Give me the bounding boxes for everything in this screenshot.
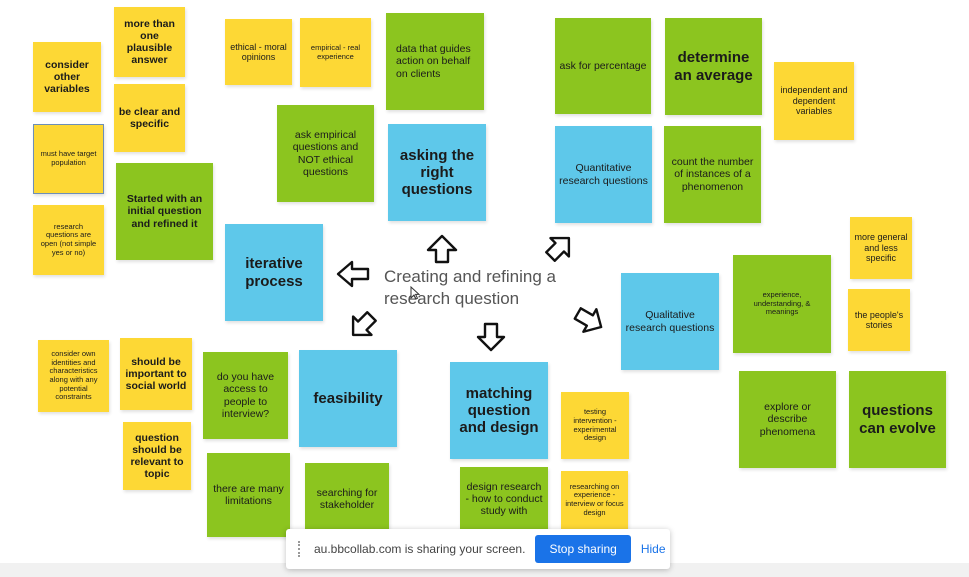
note-questions-evolve[interactable]: questions can evolve <box>849 371 946 468</box>
note-be-clear-specific[interactable]: be clear and specific <box>114 84 185 152</box>
note-access-people[interactable]: do you have access to people to intervie… <box>203 352 288 439</box>
note-ethical-moral[interactable]: ethical - moral opinions <box>225 19 292 85</box>
note-more-general[interactable]: more general and less specific <box>850 217 912 279</box>
note-more-than-one-answer[interactable]: more than one plausible answer <box>114 7 185 77</box>
note-relevant-topic[interactable]: question should be relevant to topic <box>123 422 191 490</box>
note-qualitative[interactable]: Qualitative research questions <box>621 273 719 370</box>
note-matching-question-design[interactable]: matching question and design <box>450 362 548 459</box>
cursor-icon <box>410 286 420 300</box>
note-researching-experience[interactable]: researching on experience - interview or… <box>561 471 628 529</box>
note-searching-stakeholder[interactable]: searching for stakeholder <box>305 463 389 535</box>
arrow-left-icon <box>336 260 370 288</box>
stop-sharing-button[interactable]: Stop sharing <box>535 535 631 563</box>
note-determine-average[interactable]: determine an average <box>665 18 762 115</box>
drag-handle-icon[interactable] <box>298 541 304 557</box>
arrow-up-icon <box>426 234 458 264</box>
note-started-initial[interactable]: Started with an initial question and ref… <box>116 163 213 260</box>
note-peoples-stories[interactable]: the people's stories <box>848 289 910 351</box>
note-consider-other-variables[interactable]: consider other variables <box>33 42 101 112</box>
note-explore-describe[interactable]: explore or describe phenomena <box>739 371 836 468</box>
note-testing-intervention[interactable]: testing intervention - experimental desi… <box>561 392 629 459</box>
note-must-have-target[interactable]: must have target population <box>33 124 104 194</box>
share-message: au.bbcollab.com is sharing your screen. <box>314 542 526 556</box>
screen-share-bar: au.bbcollab.com is sharing your screen. … <box>286 529 670 569</box>
bottom-strip <box>0 563 969 577</box>
note-independent-dependent[interactable]: independent and dependent variables <box>774 62 854 140</box>
note-consider-identities[interactable]: consider own identities and characterist… <box>38 340 109 412</box>
arrow-down-right-icon <box>573 307 603 333</box>
note-questions-open[interactable]: research questions are open (not simple … <box>33 205 104 275</box>
note-data-guides[interactable]: data that guides action on behalf on cli… <box>386 13 484 110</box>
note-quantitative[interactable]: Quantitative research questions <box>555 126 652 223</box>
note-many-limitations[interactable]: there are many limitations <box>207 453 290 537</box>
note-design-research[interactable]: design research - how to conduct study w… <box>460 467 548 531</box>
note-experience-meanings[interactable]: experience, understanding, & meanings <box>733 255 831 353</box>
note-asking-right-questions[interactable]: asking the right questions <box>388 124 486 221</box>
note-ask-empirical[interactable]: ask empirical questions and NOT ethical … <box>277 105 374 202</box>
note-iterative-process[interactable]: iterative process <box>225 224 323 321</box>
hide-button[interactable]: Hide <box>640 542 666 556</box>
note-ask-percentage[interactable]: ask for percentage <box>555 18 651 114</box>
note-important-social[interactable]: should be important to social world <box>120 338 192 410</box>
note-count-instances[interactable]: count the number of instances of a pheno… <box>664 126 761 223</box>
arrow-down-left-icon <box>351 311 377 337</box>
note-empirical-real[interactable]: empirical - real experience <box>300 18 371 87</box>
arrow-down-icon <box>476 322 506 352</box>
arrow-up-right-icon <box>545 236 571 262</box>
note-feasibility[interactable]: feasibility <box>299 350 397 447</box>
